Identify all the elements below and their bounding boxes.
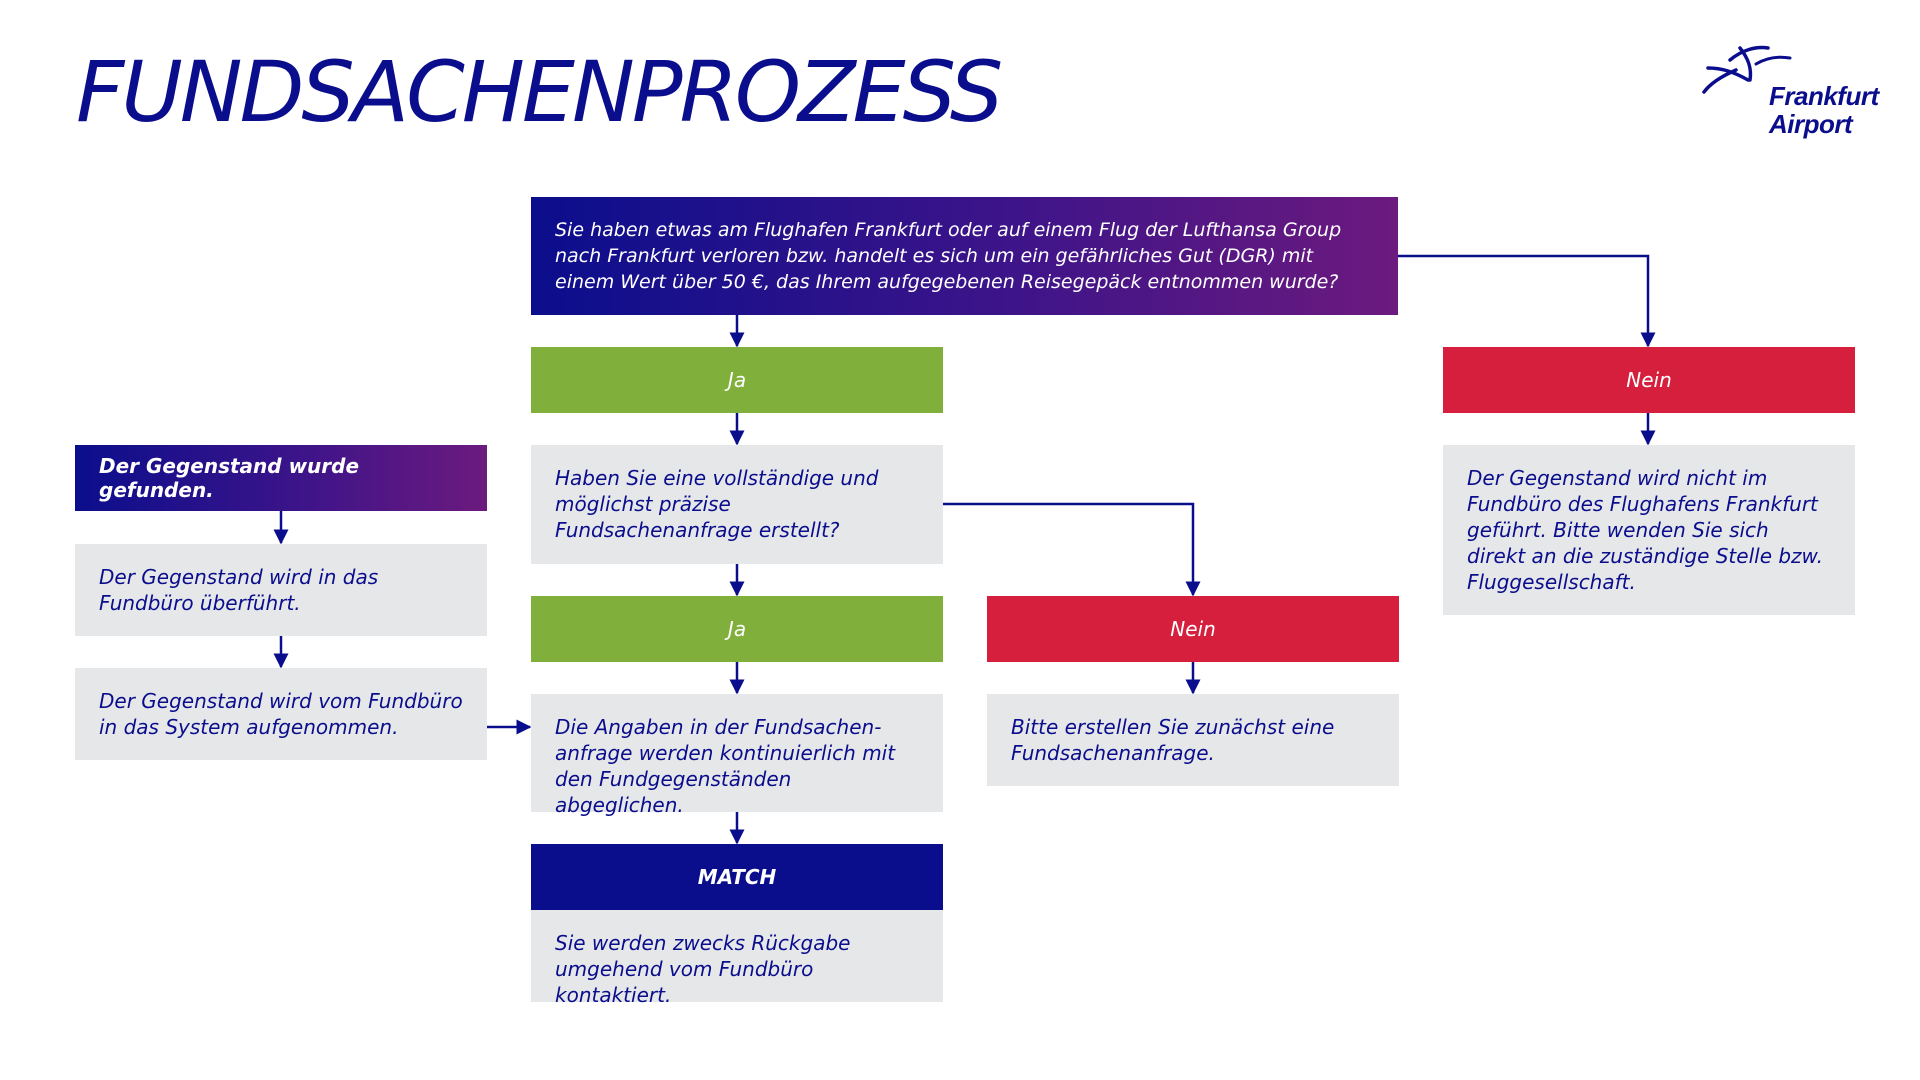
question-2-text: Haben Sie eine vollständige und möglichs… (555, 466, 879, 542)
match-explanation-box: Sie werden zwecks Rückgabe umgehend vom … (531, 910, 943, 1007)
found-step-1-box: Der Gegenstand wird in das Fundbüro über… (75, 544, 487, 636)
found-header-text: Der Gegenstand wurde gefunden. (99, 454, 360, 502)
main-question-box: Sie haben etwas am Flughafen Frankfurt o… (531, 197, 1398, 315)
yes-label-2: Ja (727, 617, 747, 641)
main-question-text: Sie haben etwas am Flughafen Frankfurt o… (555, 219, 1342, 293)
no-1-explanation-text: Der Gegenstand wird nicht im Fundbüro de… (1467, 466, 1823, 594)
found-step-2-text: Der Gegenstand wird vom Fundbüro in das … (99, 689, 463, 739)
question-2-box: Haben Sie eine vollständige und möglichs… (531, 445, 943, 564)
arrow-question2-to-nein (942, 502, 1201, 597)
logo-text-airport: Airport (1769, 109, 1853, 139)
frankfurt-airport-logo: Frankfurt Airport (1700, 40, 1895, 145)
compare-text: Die Angaben in der Fundsachen-anfrage we… (555, 715, 896, 817)
logo-swoosh-icon (1702, 45, 1792, 94)
page-title: FUNDSACHENPROZESS (76, 43, 1003, 141)
no-label-2: Nein (1170, 617, 1216, 641)
no-box-1: Nein (1443, 347, 1855, 413)
no-box-2: Nein (987, 596, 1399, 662)
match-explanation-text: Sie werden zwecks Rückgabe umgehend vom … (555, 931, 851, 1007)
yes-box-1: Ja (531, 347, 943, 413)
match-box: MATCH (531, 844, 943, 910)
no-2-explanation-text: Bitte erstellen Sie zunächst eine Fundsa… (1011, 715, 1335, 765)
arrow-question-to-nein (1398, 254, 1656, 348)
found-header-box: Der Gegenstand wurde gefunden. (75, 445, 487, 511)
found-step-1-text: Der Gegenstand wird in das Fundbüro über… (99, 565, 379, 615)
match-label: MATCH (697, 865, 777, 889)
no-2-explanation-box: Bitte erstellen Sie zunächst eine Fundsa… (987, 694, 1399, 786)
no-label-1: Nein (1626, 368, 1672, 392)
yes-label-1: Ja (727, 368, 747, 392)
compare-box: Die Angaben in der Fundsachen-anfrage we… (531, 694, 943, 817)
yes-box-2: Ja (531, 596, 943, 662)
logo-text-frankfurt: Frankfurt (1769, 81, 1879, 111)
no-1-explanation-box: Der Gegenstand wird nicht im Fundbüro de… (1443, 445, 1855, 615)
found-step-2-box: Der Gegenstand wird vom Fundbüro in das … (75, 668, 487, 760)
